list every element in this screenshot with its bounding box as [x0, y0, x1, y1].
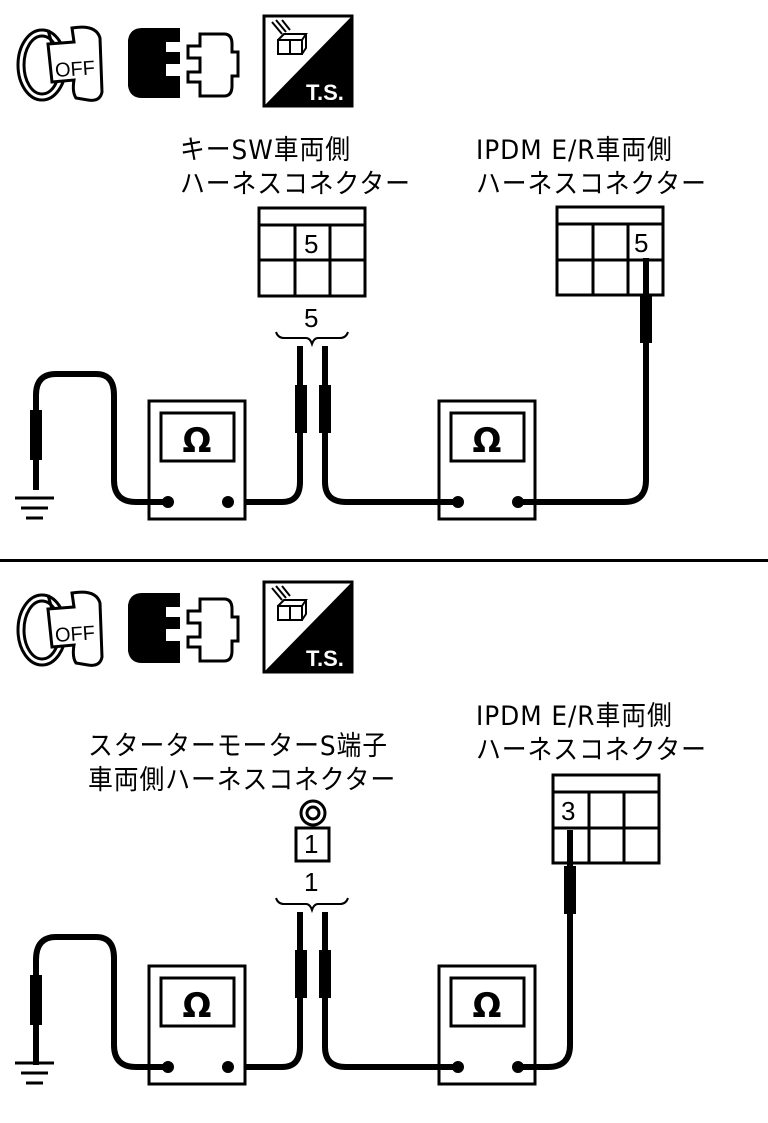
ipdm-label-line1: IPDM E/R車両側	[476, 701, 673, 732]
probe-brace	[275, 897, 349, 914]
key-off-text: OFF	[54, 57, 95, 82]
key-sw-label-line1: キーSW車両側	[180, 135, 351, 166]
key-sw-probe-label: 5	[304, 303, 319, 333]
wires	[33, 258, 649, 505]
ipdm-label-line2: ハーネスコネクター	[476, 735, 707, 766]
ohmmeter-2: Ω	[437, 964, 537, 1086]
key-sw-label-line2: ハーネスコネクター	[180, 169, 411, 200]
ohmmeter-2: Ω	[437, 399, 537, 521]
ground-icon	[15, 496, 54, 520]
connector-disconnect-icon	[128, 593, 240, 663]
probe-lead-1	[228, 346, 303, 505]
tester-ts-text: T.S.	[306, 646, 344, 671]
s-terminal-number: 1	[304, 829, 319, 859]
panel-divider	[0, 559, 768, 562]
s-terminal-probe-label: 1	[304, 867, 319, 897]
probe-tips	[30, 866, 576, 1025]
ohm-symbol: Ω	[183, 421, 212, 461]
probe-lead-1	[228, 912, 303, 1070]
key-sw-terminal-number: 5	[304, 229, 319, 259]
panel-top: OFF T.S.	[0, 0, 768, 560]
ohm-symbol: Ω	[183, 986, 212, 1026]
ipdm-terminal-number: 5	[634, 228, 649, 258]
probe-brace	[275, 331, 349, 348]
tester-ts-text: T.S.	[306, 80, 344, 105]
ohmmeter-1: Ω	[147, 399, 247, 521]
wires	[33, 830, 573, 1070]
s-terminal-label-line2: 車両側ハーネスコネクター	[88, 765, 397, 796]
ipdm-label-line2: ハーネスコネクター	[476, 169, 707, 200]
ground-icon	[15, 1061, 54, 1085]
ipdm-terminal-number: 3	[561, 796, 576, 826]
ignition-key-off-icon: OFF	[16, 25, 104, 102]
probe-lead-2	[322, 912, 460, 1070]
connector-disconnect-icon	[128, 28, 240, 98]
diagram-top: OFF T.S.	[15, 14, 665, 521]
ignition-key-off-icon: OFF	[16, 590, 104, 667]
ground-lead	[33, 934, 168, 1070]
ohm-symbol: Ω	[473, 986, 502, 1026]
panel-bottom: OFF T.S.	[0, 562, 768, 1123]
ipdm-lead	[518, 258, 649, 505]
tester-ts-icon: T.S.	[262, 14, 354, 108]
ohmmeter-1: Ω	[147, 964, 247, 1086]
tester-ts-icon: T.S.	[262, 580, 354, 674]
diagram-bottom: OFF T.S.	[15, 580, 661, 1086]
ipdm-lead	[518, 830, 573, 1070]
ground-lead	[33, 371, 168, 505]
key-sw-connector	[257, 206, 367, 298]
ipdm-label-line1: IPDM E/R車両側	[476, 135, 673, 166]
probe-tips	[30, 295, 652, 460]
s-terminal-label-line1: スターターモーターS端子	[88, 731, 389, 762]
probe-lead-2	[322, 346, 460, 505]
ohm-symbol: Ω	[473, 421, 502, 461]
s-terminal-connector	[294, 799, 331, 863]
key-off-text: OFF	[54, 622, 95, 647]
